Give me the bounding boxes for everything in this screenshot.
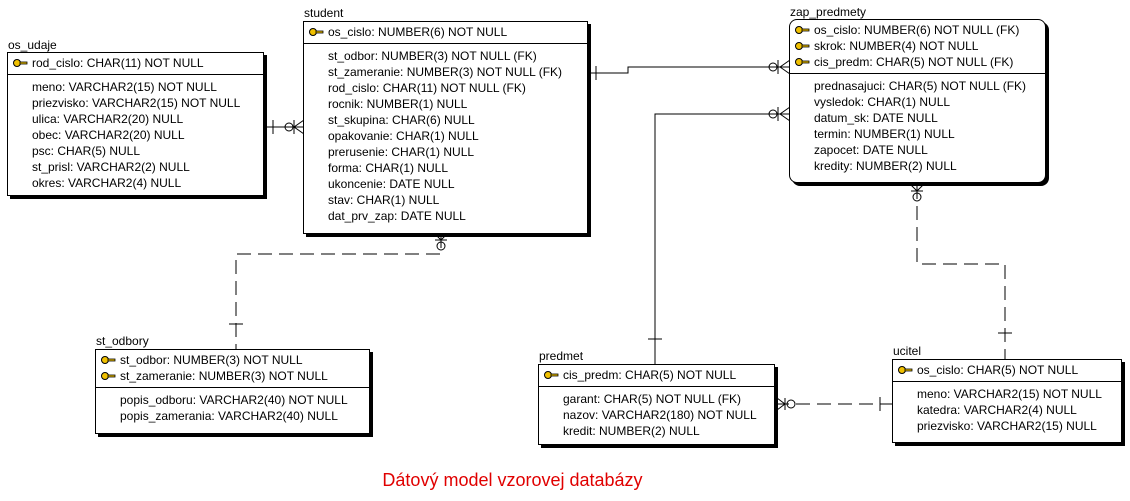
entity-st-odbory[interactable]: st_odbor: NUMBER(3) NOT NULL st_zamerani… <box>95 349 370 434</box>
key-attribute: rod_cislo: CHAR(11) NOT NULL <box>8 55 263 71</box>
attribute: kredit: NUMBER(2) NULL <box>563 424 700 438</box>
attribute: priezvisko: VARCHAR2(15) NULL <box>917 419 1097 433</box>
key-icon <box>13 59 28 67</box>
entity-os-udaje[interactable]: rod_cislo: CHAR(11) NOT NULL meno: VARCH… <box>7 52 264 196</box>
key-icon <box>309 28 324 36</box>
diagram-caption: Dátový model vzorovej databázy <box>382 470 643 490</box>
attribute: datum_sk: DATE NULL <box>814 111 938 125</box>
entity-title-st-odbory: st_odbory <box>96 334 149 348</box>
primary-key-section: st_odbor: NUMBER(3) NOT NULL st_zamerani… <box>96 350 369 388</box>
attribute: obec: VARCHAR2(20) NULL <box>32 128 185 142</box>
entity-ucitel[interactable]: os_cislo: CHAR(5) NOT NULL meno: VARCHAR… <box>892 359 1122 443</box>
entity-predmet[interactable]: cis_predm: CHAR(5) NOT NULL garant: CHAR… <box>538 364 775 445</box>
attribute: popis_odboru: VARCHAR2(40) NOT NULL <box>120 393 348 407</box>
attribute: katedra: VARCHAR2(4) NULL <box>917 403 1077 417</box>
attribute: psc: CHAR(5) NULL <box>32 144 141 158</box>
attribute: prednasajuci: CHAR(5) NOT NULL (FK) <box>814 79 1027 93</box>
attribute-section: st_odbor: NUMBER(3) NOT NULL (FK) st_zam… <box>304 44 587 226</box>
entity-title-zap-predmety: zap_predmety <box>790 5 867 19</box>
primary-key-section: os_cislo: NUMBER(6) NOT NULL <box>304 22 587 44</box>
primary-key-section: cis_predm: CHAR(5) NOT NULL <box>539 365 774 387</box>
entity-zap-predmety[interactable]: os_cislo: NUMBER(6) NOT NULL (FK) skrok:… <box>789 19 1046 183</box>
attribute: st_skupina: CHAR(6) NULL <box>328 113 475 127</box>
attribute: priezvisko: VARCHAR2(15) NOT NULL <box>32 96 241 110</box>
attribute-section: garant: CHAR(5) NOT NULL (FK) nazov: VAR… <box>539 387 774 441</box>
relationship-predmet-zap-predmety <box>648 106 791 366</box>
attribute: kredity: NUMBER(2) NULL <box>814 159 957 173</box>
attribute: forma: CHAR(1) NULL <box>328 161 449 175</box>
key-attribute: cis_predm: CHAR(5) NOT NULL <box>539 367 774 383</box>
relationship-zap-predmety-ucitel <box>910 184 1012 360</box>
primary-key-section: os_cislo: CHAR(5) NOT NULL <box>893 360 1121 382</box>
key-attribute: cis_predm: CHAR(5) NOT NULL (FK) <box>790 54 1045 70</box>
attribute: prerusenie: CHAR(1) NULL <box>328 145 475 159</box>
key-attribute: os_cislo: NUMBER(6) NOT NULL (FK) <box>790 22 1045 38</box>
key-icon <box>898 366 913 374</box>
key-icon <box>101 372 116 380</box>
key-attribute: skrok: NUMBER(4) NOT NULL <box>790 38 1045 54</box>
entity-title-os-udaje: os_udaje <box>8 38 57 52</box>
key-icon <box>795 58 810 66</box>
attribute: meno: VARCHAR2(15) NOT NULL <box>917 387 1102 401</box>
key-icon <box>795 42 810 50</box>
key-attribute: os_cislo: NUMBER(6) NOT NULL <box>304 24 587 40</box>
entity-student[interactable]: os_cislo: NUMBER(6) NOT NULL st_odbor: N… <box>303 21 588 234</box>
attribute: st_prisl: VARCHAR2(2) NULL <box>32 160 190 174</box>
attribute: stav: CHAR(1) NULL <box>328 193 440 207</box>
attribute: termin: NUMBER(1) NULL <box>814 127 955 141</box>
attribute: st_zameranie: NUMBER(3) NOT NULL (FK) <box>328 65 563 79</box>
entity-title-student: student <box>304 6 344 20</box>
key-icon <box>795 26 810 34</box>
key-icon <box>101 356 116 364</box>
relationship-os-udaje-student <box>266 119 305 135</box>
attribute-section: prednasajuci: CHAR(5) NOT NULL (FK) vysl… <box>790 74 1045 176</box>
attribute: ulica: VARCHAR2(20) NULL <box>32 112 184 126</box>
relationship-predmet-ucitel <box>775 397 892 411</box>
attribute: ukoncenie: DATE NULL <box>328 177 455 191</box>
relationship-student-zap-predmety <box>588 59 791 80</box>
attribute: opakovanie: CHAR(1) NULL <box>328 129 479 143</box>
attribute: meno: VARCHAR2(15) NOT NULL <box>32 80 217 94</box>
key-attribute: os_cislo: CHAR(5) NOT NULL <box>893 362 1121 378</box>
attribute: rod_cislo: CHAR(11) NOT NULL (FK) <box>328 81 526 95</box>
entity-title-ucitel: ucitel <box>893 344 922 358</box>
attribute: zapocet: DATE NULL <box>814 143 928 157</box>
key-icon <box>544 371 559 379</box>
entity-title-predmet: predmet <box>539 349 584 363</box>
attribute: popis_zamerania: VARCHAR2(40) NULL <box>120 409 338 423</box>
relationship-student-st-odbory <box>229 233 448 349</box>
attribute: st_odbor: NUMBER(3) NOT NULL (FK) <box>328 49 537 63</box>
attribute: rocnik: NUMBER(1) NULL <box>328 97 468 111</box>
key-attribute: st_odbor: NUMBER(3) NOT NULL <box>96 352 369 368</box>
attribute: nazov: VARCHAR2(180) NOT NULL <box>563 408 757 422</box>
attribute: garant: CHAR(5) NOT NULL (FK) <box>563 392 742 406</box>
attribute-section: meno: VARCHAR2(15) NOT NULL priezvisko: … <box>8 75 263 193</box>
attribute-section: meno: VARCHAR2(15) NOT NULL katedra: VAR… <box>893 382 1121 436</box>
attribute: dat_prv_zap: DATE NULL <box>328 209 466 223</box>
primary-key-section: os_cislo: NUMBER(6) NOT NULL (FK) skrok:… <box>790 20 1045 74</box>
attribute-section: popis_odboru: VARCHAR2(40) NOT NULL popi… <box>96 388 369 426</box>
attribute: okres: VARCHAR2(4) NULL <box>32 176 182 190</box>
attribute: vysledok: CHAR(1) NULL <box>814 95 951 109</box>
primary-key-section: rod_cislo: CHAR(11) NOT NULL <box>8 53 263 75</box>
key-attribute: st_zameranie: NUMBER(3) NOT NULL <box>96 368 369 384</box>
